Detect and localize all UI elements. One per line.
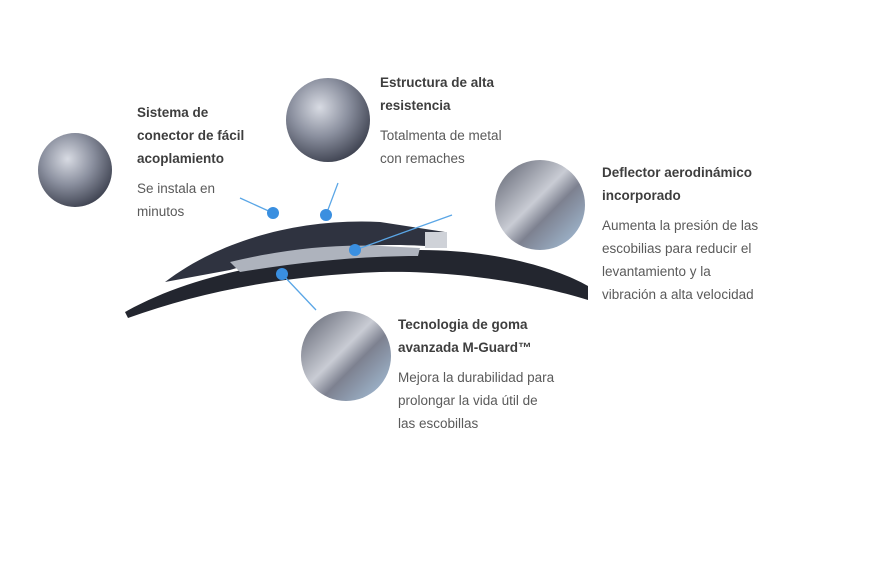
feature-desc: las escobillas	[398, 416, 479, 431]
feature-desc: prolongar la vida útil de	[398, 393, 538, 408]
callout-dot	[320, 209, 332, 221]
callout-dot	[276, 268, 288, 280]
feature-title: Estructura de alta	[380, 75, 495, 90]
feature-title: Deflector aerodinámico	[602, 165, 753, 180]
rubber-closeup-icon	[301, 311, 391, 401]
feature-desc: con remaches	[380, 151, 465, 166]
callout-line	[239, 197, 274, 214]
feature-connector: Sistema de conector de fácil acoplamient…	[137, 101, 244, 223]
feature-deflector: Deflector aerodinámico incorporado Aumen…	[602, 161, 758, 306]
connector-closeup-icon	[38, 133, 112, 207]
deflector-closeup-icon	[495, 160, 585, 250]
callout-dot	[349, 244, 361, 256]
callout-dot	[267, 207, 279, 219]
feature-desc: Se instala en	[137, 181, 216, 196]
feature-title: incorporado	[602, 188, 681, 203]
callout-line	[354, 214, 453, 251]
feature-desc: vibración a alta velocidad	[602, 287, 754, 302]
feature-desc: levantamiento y la	[602, 264, 711, 279]
feature-title: acoplamiento	[137, 151, 225, 166]
feature-rubber: Tecnologia de goma avanzada M-Guard™ Mej…	[398, 313, 554, 435]
feature-title: Sistema de	[137, 105, 209, 120]
feature-structure: Estructura de alta resistencia Totalment…	[380, 71, 502, 170]
feature-desc: Mejora la durabilidad para	[398, 370, 555, 385]
feature-desc: Totalmenta de metal	[380, 128, 502, 143]
feature-desc: Aumenta la presión de las	[602, 218, 759, 233]
frame-closeup-icon	[286, 78, 370, 162]
feature-title: conector de fácil	[137, 128, 245, 143]
wiper-blade	[125, 221, 588, 318]
feature-desc: minutos	[137, 204, 185, 219]
feature-desc: escobilias para reducir el	[602, 241, 752, 256]
callout-line	[281, 273, 317, 311]
feature-title: avanzada M-Guard™	[398, 340, 532, 355]
feature-title: resistencia	[380, 98, 451, 113]
feature-title: Tecnologia de goma	[398, 317, 528, 332]
